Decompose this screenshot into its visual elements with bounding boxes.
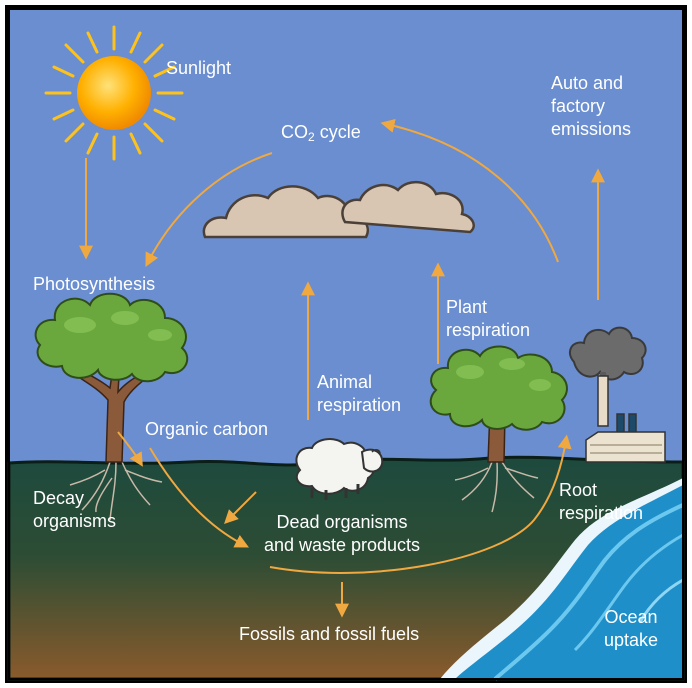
label-decay-line1: Decay bbox=[33, 488, 85, 508]
co2-subscript: 2 bbox=[308, 130, 315, 144]
label-animal-line1: Animal bbox=[317, 372, 373, 392]
label-plant-line1: Plant bbox=[446, 297, 488, 317]
label-root-line1: Root bbox=[559, 480, 598, 500]
label-ocean-line1: Ocean bbox=[604, 607, 658, 627]
label-sunlight: Sunlight bbox=[166, 58, 232, 78]
label-animal-line2: respiration bbox=[317, 395, 402, 415]
co2-prefix: CO bbox=[281, 122, 308, 142]
label-auto-line1: Auto and bbox=[551, 73, 624, 93]
label-dead-line2: and waste products bbox=[263, 535, 421, 555]
label-organic-carbon: Organic carbon bbox=[145, 419, 269, 439]
sheep-icon bbox=[295, 438, 384, 500]
arrow-tree-to-ground bbox=[117, 431, 143, 467]
arrows bbox=[79, 119, 605, 618]
factory-icon bbox=[569, 326, 666, 463]
label-decay-organisms: Decay organisms bbox=[33, 487, 116, 533]
ocean bbox=[440, 478, 684, 681]
tree-right-icon bbox=[429, 345, 568, 513]
label-plant-line2: respiration bbox=[446, 320, 531, 340]
co2-suffix: cycle bbox=[314, 122, 361, 142]
label-ocean-uptake: Ocean uptake bbox=[593, 606, 669, 652]
label-root-line2: respiration bbox=[559, 503, 644, 523]
label-dead-line1: Dead organisms bbox=[276, 512, 408, 532]
label-plant-respiration: Plant respiration bbox=[446, 296, 530, 342]
label-ocean-line2: uptake bbox=[603, 630, 659, 650]
label-auto-emissions: Auto and factory emissions bbox=[551, 72, 631, 141]
label-auto-line3: emissions bbox=[551, 119, 632, 139]
sun-icon bbox=[44, 25, 184, 161]
label-decay-line2: organisms bbox=[33, 511, 117, 531]
arrow-ground-to-dead bbox=[224, 491, 257, 524]
label-animal-respiration: Animal respiration bbox=[317, 371, 401, 417]
label-photosynthesis: Photosynthesis bbox=[33, 274, 156, 294]
label-dead-organisms: Dead organisms and waste products bbox=[247, 511, 437, 557]
arrow-organic-to-dead bbox=[149, 447, 249, 548]
arrow-co2-to-photosynthesis bbox=[145, 152, 273, 267]
label-co2-cycle: CO2 cycle bbox=[281, 121, 361, 149]
tree-left-icon bbox=[34, 292, 189, 521]
label-auto-line2: factory bbox=[551, 96, 606, 116]
label-root-respiration: Root respiration bbox=[559, 479, 643, 525]
label-fossils: Fossils and fossil fuels bbox=[239, 624, 420, 644]
clouds-icon bbox=[202, 181, 475, 239]
arrow-dead-to-root bbox=[269, 434, 572, 574]
arrow-to-co2 bbox=[380, 119, 559, 263]
